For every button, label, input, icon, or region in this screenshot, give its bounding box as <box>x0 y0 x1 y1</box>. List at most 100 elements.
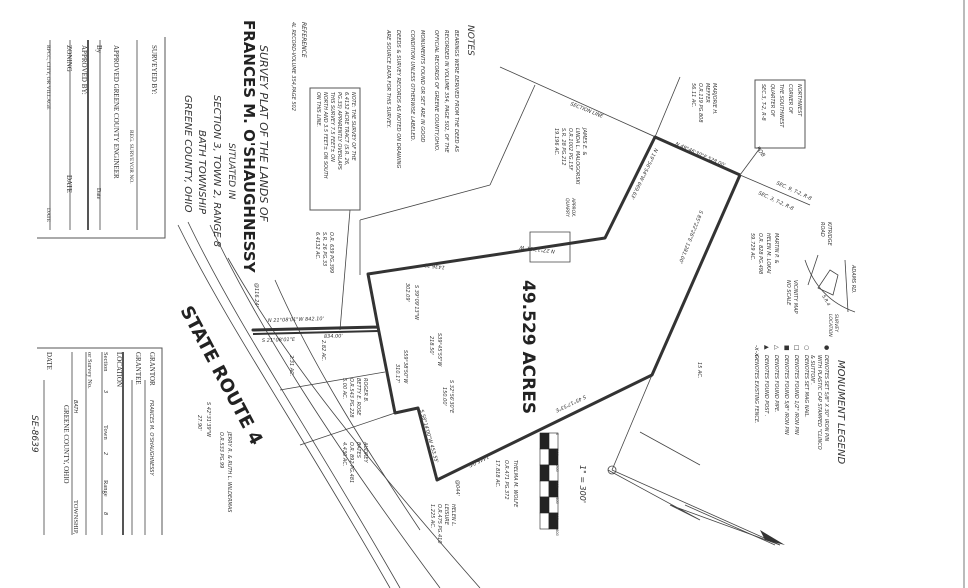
meffer-line: MARJORIE H. <box>711 83 717 115</box>
bearing-23: @044' <box>454 480 460 496</box>
scale-tick-label: 200 <box>555 465 559 472</box>
grantor-block-grantor-value: FRANCES M. O'SHAUGHNESSY <box>148 400 154 476</box>
bates-line: AUDREY <box>362 441 368 464</box>
bates-line: BATES <box>355 442 361 459</box>
grantor-block-township-value: BATH <box>72 400 78 414</box>
wolfe-line: THELMA M. WOLFE <box>512 460 518 508</box>
acreage-2-31: 2.31 AC. <box>288 355 294 376</box>
reference-text: 4L RECORD-VOLUME 354,PAGE 502 <box>290 22 296 111</box>
adams-road-label: ADAMS RD. <box>850 264 856 294</box>
bearing-4: 1436.33' <box>423 261 446 270</box>
wildermans-line: JERRY R. & RUTH L. WILDERMAS <box>226 431 232 513</box>
approval-block <box>37 37 166 239</box>
bearing-9: 834.00' <box>324 333 343 340</box>
bearing-18: 1445.04' <box>467 453 489 468</box>
meffer-line: O.R.119 PG.808 <box>697 83 703 123</box>
overlap-note-line: ON THIS LINE. <box>315 92 321 127</box>
surveyed-by-label: SURVEYED BY: <box>150 45 158 95</box>
malogorski-line: 19.196 AC. <box>553 128 559 156</box>
scale-bar-segment <box>539 432 550 450</box>
lines-line: CONDITION UNLESS OTHERWISE LABELED. <box>409 30 415 141</box>
meffer-line: MEFFER <box>704 83 710 103</box>
rose-line: 5.00 AC. <box>341 378 347 399</box>
leisure-line: HELEN L. <box>450 504 456 527</box>
scale-bar-segment <box>539 512 550 530</box>
grantor-block <box>37 347 163 535</box>
scale-bar-segment <box>548 512 559 530</box>
reference-heading: REFERENCE <box>300 22 307 58</box>
rose-line: ROGER B. <box>362 378 368 403</box>
bearing-11: 218.50' <box>428 336 434 355</box>
legend-symbol-icon: □ <box>793 345 800 351</box>
legend-symbol-icon: ● <box>823 345 830 350</box>
vicinity-map <box>804 254 856 313</box>
pob-label: POB <box>754 146 766 159</box>
bearing-13: 310.17' <box>394 364 400 383</box>
wolfe-line: 17.818 AC. <box>494 460 500 488</box>
quarry-line: APPROX. <box>570 197 576 218</box>
bates-line: O.R. 892 PG.481 <box>348 442 354 483</box>
leisure-line: O.R.475 PG.410 <box>436 504 442 544</box>
lines-line: ARE SOURCE DATA FOR THIS SURVEY. <box>385 29 391 128</box>
acreage-2-82: 2.82 AC. <box>320 340 326 361</box>
bearing-6: 302.09' <box>404 283 410 302</box>
grantor-block-grantor-label: GRANTOR <box>148 352 156 386</box>
bearing-8: S 21°08'01"E <box>262 337 296 344</box>
reg-surveyor-label: REG. SURVEYOR NO. <box>128 130 134 184</box>
grantor-block-survey-no-label: or Survey No. <box>86 352 93 389</box>
scale-bar-segment <box>539 496 550 514</box>
title-owner: FRANCES M. O'SHAUGHNESSY <box>240 20 258 274</box>
overlap-note-box <box>309 87 361 211</box>
acreage-label: 49.529 ACRES <box>518 280 538 414</box>
title-line: VICINITY MAP <box>792 280 798 314</box>
legend-item-text: DENOTES FOUND POST . <box>763 355 769 417</box>
bearing-20: S 42°31'39"W <box>205 402 211 438</box>
bearing-3: N 27°13'01"W <box>518 244 555 254</box>
quarry-line: QUARRY <box>564 198 570 218</box>
legend-item-text: WITH PLASTIC CAP STAMPED "CLINCO <box>816 355 822 450</box>
scale-bar-segment <box>539 480 550 498</box>
bearing-16: S 58°14'00"W 453.55' <box>418 409 439 464</box>
rose-line: O.R.543 PG.228 <box>348 378 354 418</box>
scale-tick-label: 0 <box>555 433 559 436</box>
grantor-block-date-label: DATE <box>45 352 53 370</box>
lines-line: BEARINGS WERE DERIVED FROM THE DEED AS <box>453 30 459 153</box>
scale-tick-label: 400 <box>555 497 559 504</box>
bearing-14: S 32°56'30"E <box>448 380 454 414</box>
legend-item-text: DENOTES FOUND 5/8" IRON PIN <box>783 355 789 435</box>
section-line-label: SECTION LINE <box>569 101 604 120</box>
legend-symbol-icon: -x-x- <box>753 345 760 359</box>
nw-corner-line: CORNER OF <box>787 84 793 114</box>
bearing-22: @116.24' <box>253 283 259 307</box>
scale-bar-segment <box>548 432 559 450</box>
bearing-12: S59°38'50"W <box>402 350 408 384</box>
scale-tick-label: 300 <box>555 481 559 488</box>
plat-labels: SURVEYED BY:REG. SURVEYOR NO.APPROVED GR… <box>29 20 856 544</box>
nw-corner-line: QUARTER OF <box>769 84 775 117</box>
tract639-line: O.R. 639 PG.399 <box>328 232 334 273</box>
lokai-line: O.R. 828 PG.498 <box>757 233 763 274</box>
parcel-boundary-offset <box>252 330 379 335</box>
overlap-note-line: 6.4132 ACRE TRACT (S.R. 26, <box>343 92 349 166</box>
sec9-label: SEC. 9, T-2, R-8 <box>775 180 812 202</box>
malogorski-line: JAMES E. & <box>581 127 587 155</box>
legend-item-text: DENOTES FOUND PIPE. <box>773 355 779 413</box>
scale-bar <box>539 432 559 530</box>
approval-block-border <box>37 37 166 239</box>
state-route-4-road <box>177 221 481 588</box>
bearing-15: 150.00' <box>441 387 447 406</box>
overlap-note-line: PG.33) APPARENTLY OVERLAPS <box>336 92 342 171</box>
nw-corner-line: NORTHWEST <box>796 84 802 117</box>
scale-tick-label: 600 <box>555 529 559 536</box>
bearing-1: N 49°46'30"E 528.00' <box>674 141 726 169</box>
overlap-note-line: NORTH AND 3.5 FEET± ON SOUTH <box>322 92 328 179</box>
scale-label: 1" = 300' <box>578 465 587 503</box>
legend-symbol-icon: △ <box>773 345 780 350</box>
bearing-10: S39°45'55"W <box>436 333 442 367</box>
grantor-block-grantee-label: GRANTEE <box>134 352 142 385</box>
legend-symbol-icon: ○ <box>803 345 810 350</box>
malogorski-line: O.R.1002 PG.15F <box>567 128 573 171</box>
kitridge-line: ROAD <box>819 222 825 237</box>
grantor-block-county: GREENE COUNTY, OHIO <box>62 405 70 484</box>
